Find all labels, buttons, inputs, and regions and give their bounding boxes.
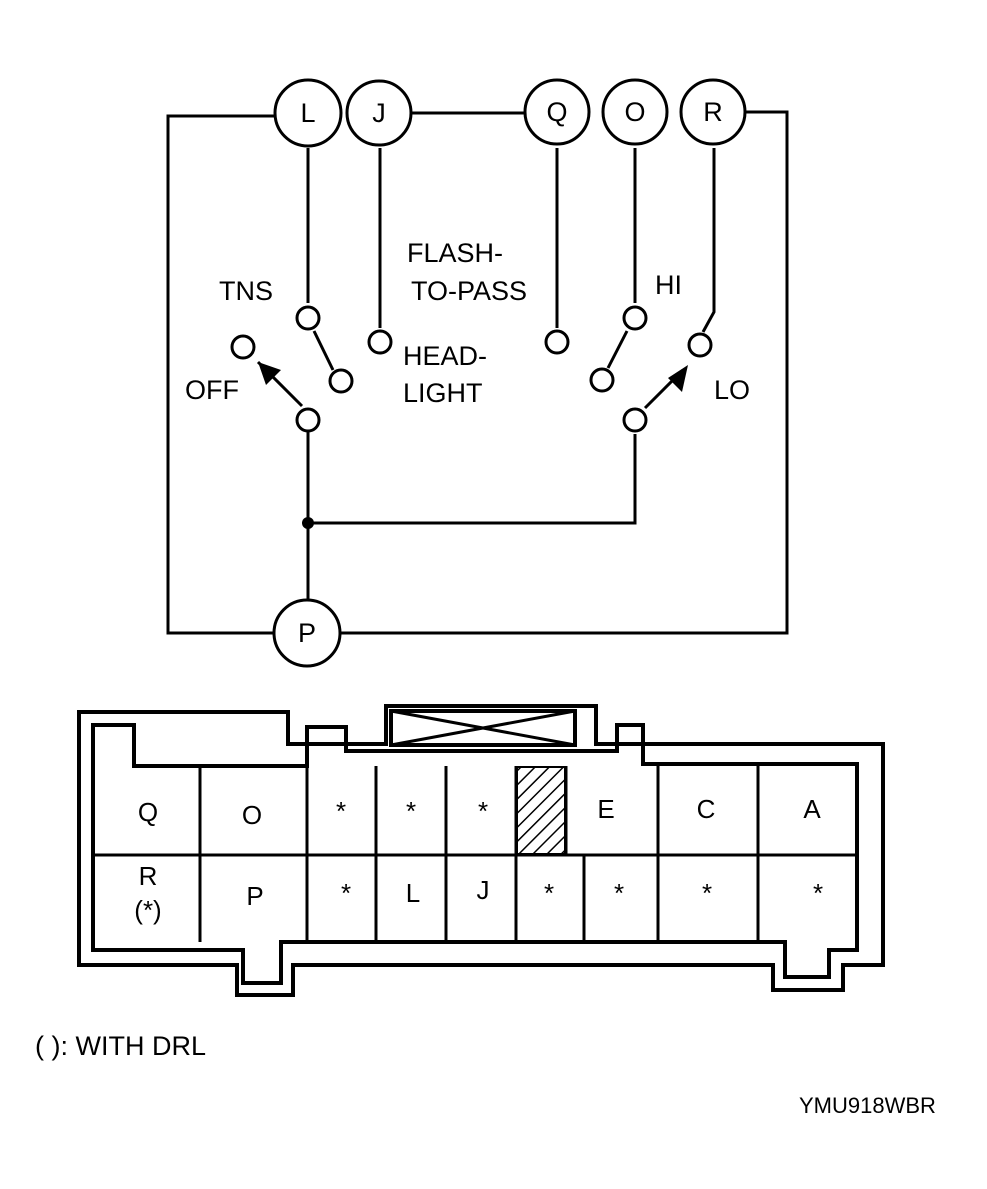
terminal-o <box>601 78 669 146</box>
switch-contacts <box>230 305 713 433</box>
terminal-o-label: O <box>624 97 645 127</box>
cell-top-4: * <box>406 796 416 826</box>
contact-right-pivot <box>622 407 648 433</box>
cell-bottom-4: L <box>406 878 420 908</box>
label-off: OFF <box>185 375 239 405</box>
cell-bottom-7: * <box>614 878 624 908</box>
cell-bottom-9: * <box>813 878 823 908</box>
cell-bottom-3: * <box>341 878 351 908</box>
cell-top-9: A <box>803 794 821 824</box>
cell-top-8: C <box>697 794 716 824</box>
junction-dot <box>302 517 314 529</box>
label-lo: LO <box>714 375 750 405</box>
contact-lo <box>687 332 713 358</box>
left-lever-arrow <box>258 362 281 385</box>
cell-bottom-5: J <box>477 875 490 905</box>
terminal-q <box>523 78 591 146</box>
label-headlight-2: LIGHT <box>403 378 483 408</box>
contact-link-hi <box>606 330 629 369</box>
contact-tns <box>295 305 321 331</box>
contact-hi <box>622 305 648 331</box>
connector-outer-outline <box>77 704 885 997</box>
figure-code: YMU918WBR <box>799 1093 936 1118</box>
wire-common-right <box>308 434 637 525</box>
contact-left-pivot <box>295 407 321 433</box>
terminal-r <box>679 78 747 146</box>
contact-tns-lower <box>328 368 354 394</box>
cell-bottom-1-sub: (*) <box>134 895 161 925</box>
terminal-r-label: R <box>703 97 723 127</box>
cell-top-1: Q <box>138 797 158 827</box>
label-flash-2: TO-PASS <box>411 276 527 306</box>
terminal-j <box>345 79 413 147</box>
wire-right-loop <box>341 110 789 635</box>
cell-top-7: E <box>597 794 614 824</box>
connector-inner-outline <box>91 723 859 985</box>
label-headlight-1: HEAD- <box>403 341 487 371</box>
terminals <box>272 78 747 668</box>
contact-link-tns <box>312 330 335 371</box>
label-flash-1: FLASH- <box>407 238 503 268</box>
cell-bottom-1: R <box>139 861 158 891</box>
drl-note: ( ): WITH DRL <box>35 1031 206 1061</box>
contact-hi-lower <box>589 367 615 393</box>
terminal-p <box>272 598 342 668</box>
wire-r-lo <box>701 148 716 333</box>
lock-tab <box>389 709 577 747</box>
switch-schematic <box>166 110 789 635</box>
contact-headlight <box>367 329 393 355</box>
contact-off <box>230 334 256 360</box>
terminal-l <box>273 78 343 148</box>
contact-flash-to-pass <box>544 329 570 355</box>
label-tns: TNS <box>219 276 273 306</box>
terminal-q-label: Q <box>546 97 567 127</box>
terminal-l-label: L <box>300 98 315 128</box>
cell-bottom-8: * <box>702 878 712 908</box>
blanked-cavity-hatch <box>516 766 566 855</box>
connector-face <box>77 704 885 997</box>
lock-tab-x-2 <box>390 709 576 747</box>
cell-top-5: * <box>478 796 488 826</box>
terminal-j-label: J <box>372 98 386 128</box>
right-lever-arrow <box>668 365 688 392</box>
cell-top-3: * <box>336 796 346 826</box>
cell-bottom-6: * <box>544 878 554 908</box>
terminal-p-label: P <box>298 618 316 648</box>
label-hi: HI <box>655 270 682 300</box>
wire-left-loop <box>166 114 274 635</box>
connector-grid <box>93 766 857 942</box>
cell-bottom-2: P <box>246 881 263 911</box>
cell-top-2: O <box>242 800 262 830</box>
